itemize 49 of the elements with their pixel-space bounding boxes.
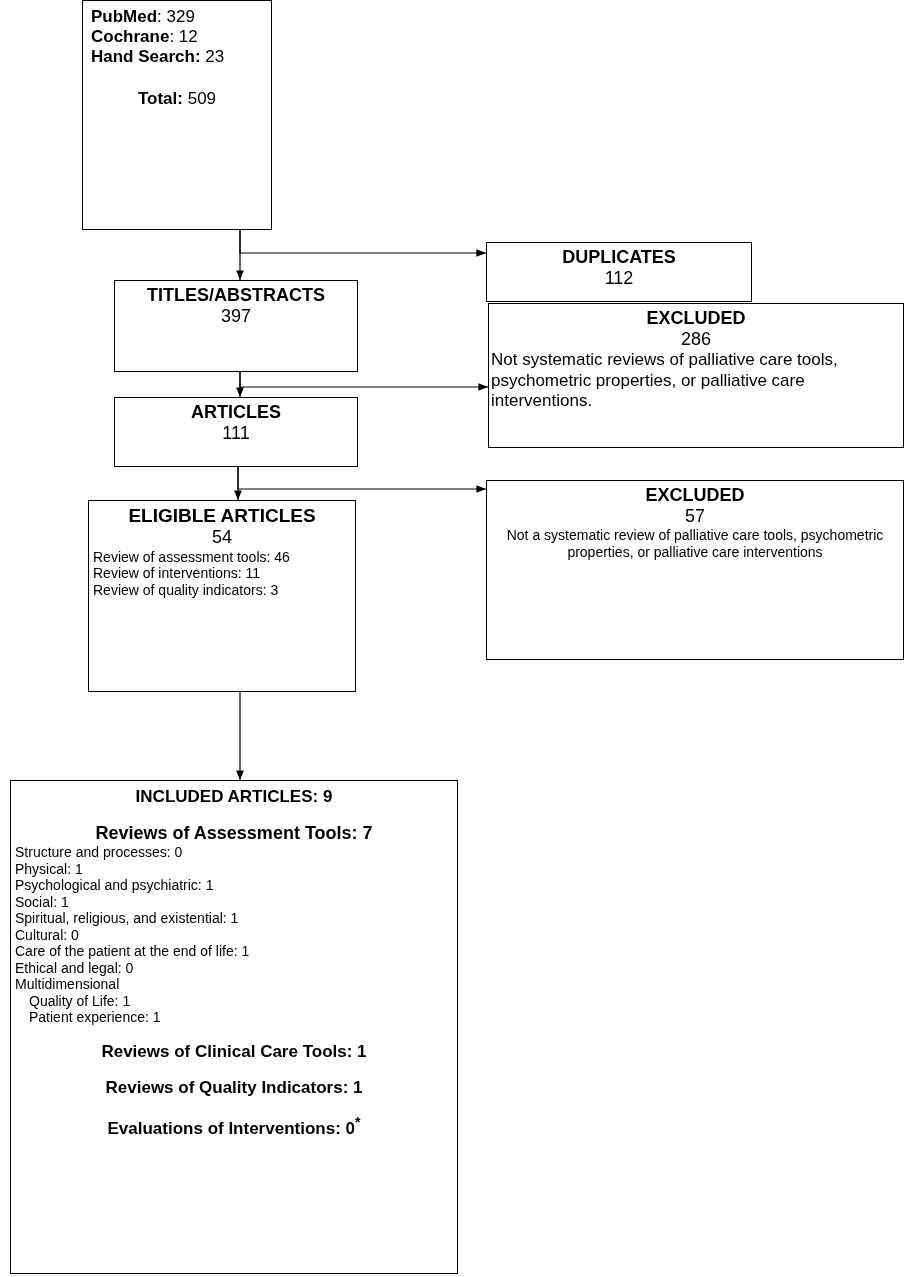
- box-text: Review of assessment tools: 46: [93, 548, 291, 566]
- box-text: 111: [221, 423, 251, 445]
- box-heading: ARTICLES: [190, 402, 282, 424]
- box-text: Psychological and psychiatric: 1: [15, 877, 215, 894]
- box-text: Reviews of Clinical Care Tools: 1: [100, 1041, 368, 1062]
- box-text: Not systematic reviews of palliative care tools, psychometric properties, or palliative care interventions.: [491, 350, 839, 411]
- box-text: Social: 1: [15, 893, 70, 911]
- box-text: Structure and processes: 0: [15, 844, 184, 861]
- box-text: Review of quality indicators: 3: [93, 581, 280, 599]
- box-text: Hand Search: 23: [91, 47, 226, 68]
- process-box: [486, 242, 752, 302]
- arrow: [239, 371, 489, 391]
- box-heading: DUPLICATES: [561, 247, 677, 269]
- process-box: [114, 397, 358, 467]
- box-text: Patient experience: 1: [28, 1009, 162, 1026]
- box-text: 397: [219, 306, 252, 328]
- process-box: [82, 0, 272, 230]
- box-text: 112: [603, 268, 635, 290]
- box-heading: EXCLUDED: [645, 308, 747, 330]
- box-text: Total: 509: [136, 89, 218, 110]
- box-text: Physical: 1: [15, 860, 84, 878]
- arrow: [236, 691, 244, 781]
- box-heading: TITLES/ABSTRACTS: [146, 285, 326, 307]
- box-text: Spiritual, religious, and existential: 1: [15, 910, 240, 927]
- box-text: 57: [684, 506, 706, 528]
- arrow: [239, 229, 487, 257]
- box-heading: INCLUDED ARTICLES: 9: [134, 787, 334, 808]
- box-text: Review of interventions: 11: [93, 565, 262, 582]
- box-text: Reviews of Assessment Tools: 7: [94, 823, 374, 845]
- box-heading: ELIGIBLE ARTICLES: [127, 505, 317, 528]
- box-text: Multidimensional: [15, 976, 121, 993]
- process-box: [114, 280, 358, 372]
- process-box: [486, 480, 904, 660]
- box-text: PubMed: 329: [91, 7, 196, 28]
- process-box: [10, 780, 458, 1274]
- box-text: Ethical and legal: 0: [15, 959, 135, 977]
- box-text: 54: [211, 527, 233, 549]
- arrow: [237, 466, 487, 493]
- box-heading: EXCLUDED: [644, 485, 746, 507]
- box-text: Cultural: 0: [15, 926, 80, 944]
- box-text: 286: [679, 329, 712, 351]
- process-box: [88, 500, 356, 692]
- box-text: Not a systematic review of palliative care tools, psychometric properties, or palliative care interventions: [505, 527, 885, 561]
- box-text: Reviews of Quality Indicators: 1: [104, 1078, 364, 1099]
- box-text: Care of the patient at the end of life: 1: [15, 943, 251, 960]
- box-text: Quality of Life: 1: [28, 992, 132, 1010]
- box-text: Cochrane: 12: [91, 27, 199, 48]
- box-text: Evaluations of Interventions: 0$^{*}$: [106, 1114, 362, 1139]
- process-box: [488, 303, 904, 448]
